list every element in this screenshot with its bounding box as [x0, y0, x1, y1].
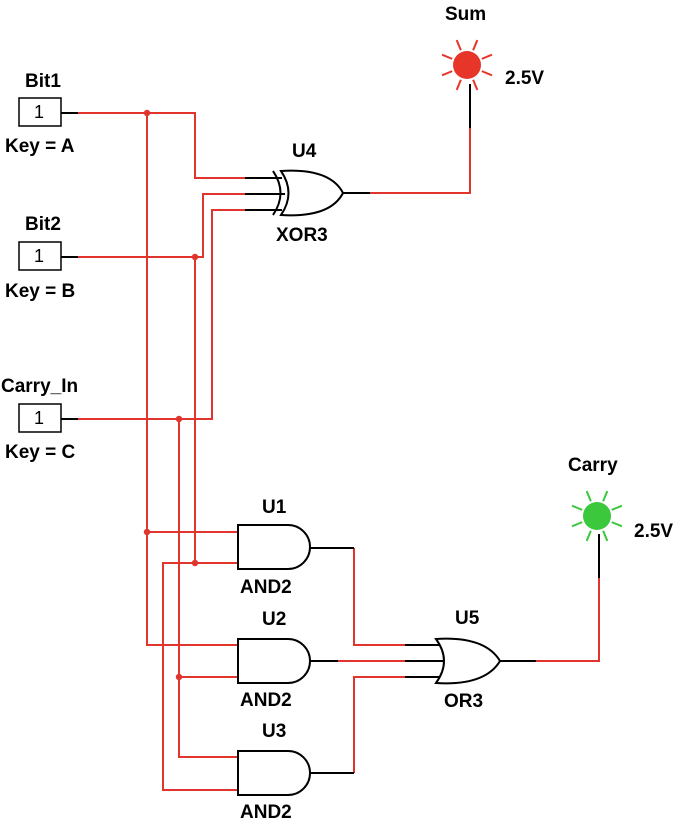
probe-name: Carry: [568, 455, 618, 476]
probe-carry[interactable]: Carry 2.5V: [568, 455, 673, 578]
junction-dot: [175, 673, 183, 681]
led-ray: [481, 53, 493, 60]
led-indicator-icon: [583, 502, 611, 530]
gate-type: AND2: [240, 690, 292, 711]
wire-bit1-bus: [146, 113, 245, 646]
switch-key-label: Key = B: [5, 281, 75, 302]
and-body: [237, 750, 311, 796]
gate-u3-and2[interactable]: U3 AND2: [237, 721, 354, 823]
junction-dot: [191, 559, 199, 567]
switch-value: 1: [34, 246, 44, 266]
switch-bit1[interactable]: Bit1 1 Key = A: [5, 71, 78, 157]
switch-name: Bit1: [25, 71, 61, 92]
xor-body: [279, 169, 345, 217]
switch-value: 1: [34, 408, 44, 428]
gate-u1-and2[interactable]: U1 AND2: [237, 497, 354, 598]
gate-type: AND2: [240, 577, 292, 598]
gate-ref: U2: [262, 609, 286, 630]
wire-u1-to-or: [353, 548, 405, 646]
led-ray: [611, 521, 623, 528]
junctions: [143, 109, 199, 681]
gate-ref: U3: [262, 721, 286, 742]
led-ray: [585, 530, 592, 542]
wire-xor-to-sum: [370, 128, 471, 194]
gate-type: AND2: [240, 802, 292, 823]
wires: [78, 112, 600, 791]
led-ray: [455, 79, 462, 91]
switch-key-label: Key = A: [5, 136, 75, 157]
junction-dot: [175, 415, 183, 423]
switch-name: Carry_In: [1, 376, 78, 397]
and-body: [237, 524, 311, 570]
switch-key-label: Key = C: [5, 442, 76, 463]
led-ray: [441, 53, 453, 60]
switch-name: Bit2: [25, 214, 61, 235]
junction-dot: [143, 109, 151, 117]
gate-u2-and2[interactable]: U2 AND2: [237, 609, 338, 711]
gate-ref: U5: [455, 608, 480, 629]
led-ray: [472, 79, 479, 91]
led-ray: [441, 70, 453, 77]
led-ray: [571, 504, 583, 511]
junction-dot: [191, 253, 199, 261]
probe-voltage: 2.5V: [505, 68, 544, 89]
gate-ref: U4: [292, 141, 317, 162]
wire-bit1-to-xor: [78, 112, 245, 179]
wire-or-to-carry: [536, 578, 600, 662]
led-ray: [611, 504, 623, 511]
or-body: [434, 637, 502, 685]
gate-type: XOR3: [276, 225, 328, 246]
wire-carry-in-to-xor: [78, 209, 245, 420]
switch-bit2[interactable]: Bit2 1 Key = B: [5, 214, 78, 302]
led-ray: [472, 39, 479, 51]
led-indicator-icon: [453, 51, 481, 79]
wire-u3-to-or: [353, 676, 405, 773]
wire-carry-in-bus: [178, 419, 245, 758]
probe-voltage: 2.5V: [634, 521, 673, 542]
gate-u4-xor3[interactable]: U4 XOR3: [245, 141, 370, 246]
gate-type: OR3: [444, 691, 483, 712]
gate-u5-or3[interactable]: U5 OR3: [405, 608, 536, 712]
led-ray: [571, 521, 583, 528]
and-body: [237, 638, 311, 684]
junction-dot: [143, 528, 151, 536]
xor-back-curve: [272, 170, 282, 216]
led-ray: [481, 70, 493, 77]
gate-ref: U1: [262, 497, 287, 518]
probe-name: Sum: [445, 4, 486, 25]
wire-bit2-to-xor: [78, 193, 245, 258]
led-ray: [602, 490, 609, 502]
switch-carry-in[interactable]: Carry_In 1 Key = C: [1, 376, 78, 463]
switch-value: 1: [34, 102, 44, 122]
led-ray: [455, 39, 462, 51]
led-ray: [585, 490, 592, 502]
led-ray: [602, 530, 609, 542]
led-rays: [571, 490, 623, 542]
wire-bit2-bus: [194, 257, 245, 564]
switch-box[interactable]: [18, 403, 62, 433]
probe-sum[interactable]: Sum 2.5V: [441, 4, 544, 128]
led-rays: [441, 39, 493, 91]
